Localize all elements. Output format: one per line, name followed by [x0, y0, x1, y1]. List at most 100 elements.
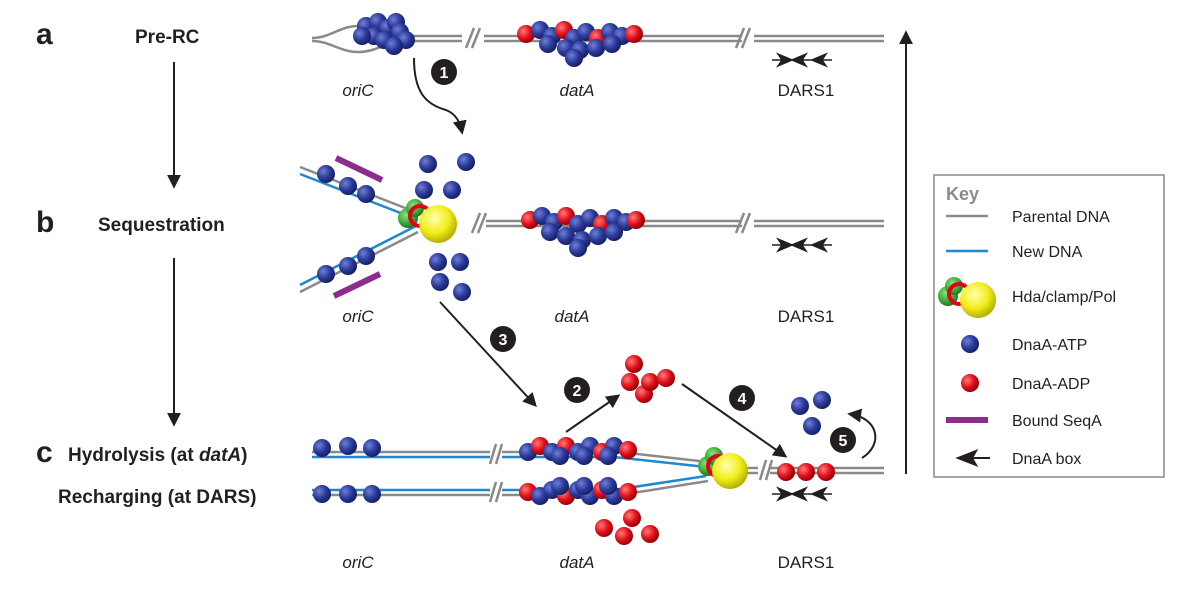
- key-label-dnaa-adp: DnaA-ADP: [1012, 376, 1090, 393]
- locus-label-data-a: datA: [560, 81, 595, 100]
- stage-label-sequestration: Sequestration: [98, 215, 225, 236]
- step-badge-3: 3: [490, 326, 516, 352]
- dnaa-box-icon: [955, 449, 990, 467]
- stage-label-recharging: Recharging (at DARS): [58, 487, 256, 508]
- step-badge-1: 1: [431, 59, 457, 85]
- hydrolysis-suffix: ): [241, 445, 247, 466]
- dnaa-atp-free-b: [443, 181, 461, 199]
- dnaa-adp-released-c: [625, 355, 643, 373]
- dnaa-box-icon: [810, 237, 832, 253]
- dnaa-box-icon: [810, 52, 832, 68]
- dnaa-adp-dars-c: [797, 463, 815, 481]
- dnaa-datA-b: [605, 223, 623, 241]
- step-badge-2: 2: [564, 377, 590, 403]
- dnaa-datA-a: [517, 25, 535, 43]
- key-box: Key Parental DNA New DNA Hda/clamp/Pol D…: [933, 174, 1165, 478]
- dnaa-atp-free-b: [451, 253, 469, 271]
- dnaa-datA-b: [557, 227, 575, 245]
- dnaa-datA-a: [565, 49, 583, 67]
- locus-label-dars-a: DARS1: [778, 81, 835, 100]
- hydrolysis-locus: datA: [199, 445, 241, 466]
- dnaa-atp-daughter-b: [317, 165, 335, 183]
- locus-label-data-c: datA: [560, 553, 595, 572]
- panel-letter-c: c: [36, 436, 53, 469]
- locus-label-data-b: datA: [555, 307, 590, 326]
- stage-label-pre-rc: Pre-RC: [135, 27, 200, 48]
- dnaa-datA-bottom-c: [619, 483, 637, 501]
- dnaa-box-icon: [810, 486, 832, 502]
- hda-clamp-pol-icon: [938, 277, 996, 318]
- dnaa-adp-icon: [961, 374, 979, 392]
- dnaa-datA-top-c: [619, 441, 637, 459]
- svg-text:2: 2: [573, 383, 582, 400]
- step-2-arrow: [565, 394, 621, 433]
- hda-clamp-pol-complex-c: [698, 447, 748, 489]
- key-label-bound-seqa: Bound SeqA: [1012, 413, 1102, 430]
- dnaa-atp-free-b: [429, 253, 447, 271]
- dnaa-box-icon: [772, 486, 794, 502]
- dnaa-box-icon: [772, 52, 794, 68]
- dnaa-atp-icon: [961, 335, 979, 353]
- dnaa-atp-oric-c: [313, 439, 331, 457]
- dnaa-atp-daughter-b: [339, 177, 357, 195]
- key-label-dnaa-atp: DnaA-ATP: [1012, 337, 1087, 354]
- dnaa-box-icon: [790, 486, 812, 502]
- svg-text:1: 1: [440, 65, 449, 82]
- dnaa-atp-recharged-c: [803, 417, 821, 435]
- bound-seqa-bottom: [332, 271, 382, 299]
- dnaa-box-icon: [772, 237, 794, 253]
- dnaa-box-icon: [790, 52, 812, 68]
- step-3-arrow: [439, 301, 537, 408]
- dnaa-box-icon: [790, 237, 812, 253]
- dnaa-atp-daughter-b: [317, 265, 335, 283]
- dnaa-atp-free-b: [415, 181, 433, 199]
- dnaa-adp-dars-c: [817, 463, 835, 481]
- locus-label-dars-b: DARS1: [778, 307, 835, 326]
- dnaa-atp-oric-c: [363, 439, 381, 457]
- dnaa-adp-dars-c: [777, 463, 795, 481]
- dnaa-atp-daughter-b: [357, 185, 375, 203]
- svg-text:5: 5: [839, 433, 848, 450]
- dnaa-adp-below-c: [595, 519, 613, 537]
- dnaa-datA-top-c: [575, 447, 593, 465]
- protein-layer: [313, 13, 835, 545]
- dnaa-atp-recharged-c: [813, 391, 831, 409]
- stage-label-hydrolysis: Hydrolysis (at datA): [68, 445, 248, 466]
- dnaa-atp-daughter-b: [339, 257, 357, 275]
- dnaa-atp-oric-c: [339, 437, 357, 455]
- step-badge-4: 4: [729, 385, 755, 411]
- dnaa-atp-recharged-c: [791, 397, 809, 415]
- dnaa-adp-below-c: [615, 527, 633, 545]
- step-1-arrow: [413, 57, 467, 135]
- step-4-arrow: [681, 383, 788, 458]
- key-title: Key: [946, 184, 979, 204]
- step-badge-5: 5: [830, 427, 856, 453]
- locus-label-oric-c: oriC: [342, 553, 374, 572]
- dnaa-datA-a: [539, 35, 557, 53]
- key-label-hda-clamp-pol: Hda/clamp/Pol: [1012, 289, 1116, 306]
- dnaa-adp-below-c: [623, 509, 641, 527]
- dnaa-atp-free-b: [457, 153, 475, 171]
- locus-label-dars-c: DARS1: [778, 553, 835, 572]
- dnaa-atp-oric-a: [353, 27, 371, 45]
- dnaa-boxes: [772, 52, 832, 502]
- dnaa-atp-oric-a: [385, 37, 403, 55]
- dnaa-atp-daughter-b: [357, 247, 375, 265]
- panel-letter-a: a: [36, 18, 53, 51]
- dnaa-adp-released-c: [657, 369, 675, 387]
- hydrolysis-prefix: Hydrolysis (at: [68, 445, 199, 466]
- dnaa-atp-oric-c: [339, 485, 357, 503]
- svg-text:4: 4: [738, 391, 747, 408]
- dnaa-datA-b: [627, 211, 645, 229]
- dnaa-adp-below-c: [641, 525, 659, 543]
- dnaa-datA-top-c: [599, 447, 617, 465]
- hda-clamp-pol-complex-b: [398, 199, 457, 243]
- key-label-new-dna: New DNA: [1012, 244, 1083, 261]
- dnaa-datA-top-c: [551, 447, 569, 465]
- key-label-parental-dna: Parental DNA: [1012, 209, 1110, 226]
- locus-label-oric-b: oriC: [342, 307, 374, 326]
- dnaa-atp-oric-c: [363, 485, 381, 503]
- dnaa-atp-free-b: [419, 155, 437, 173]
- dnaa-datA-b: [569, 239, 587, 257]
